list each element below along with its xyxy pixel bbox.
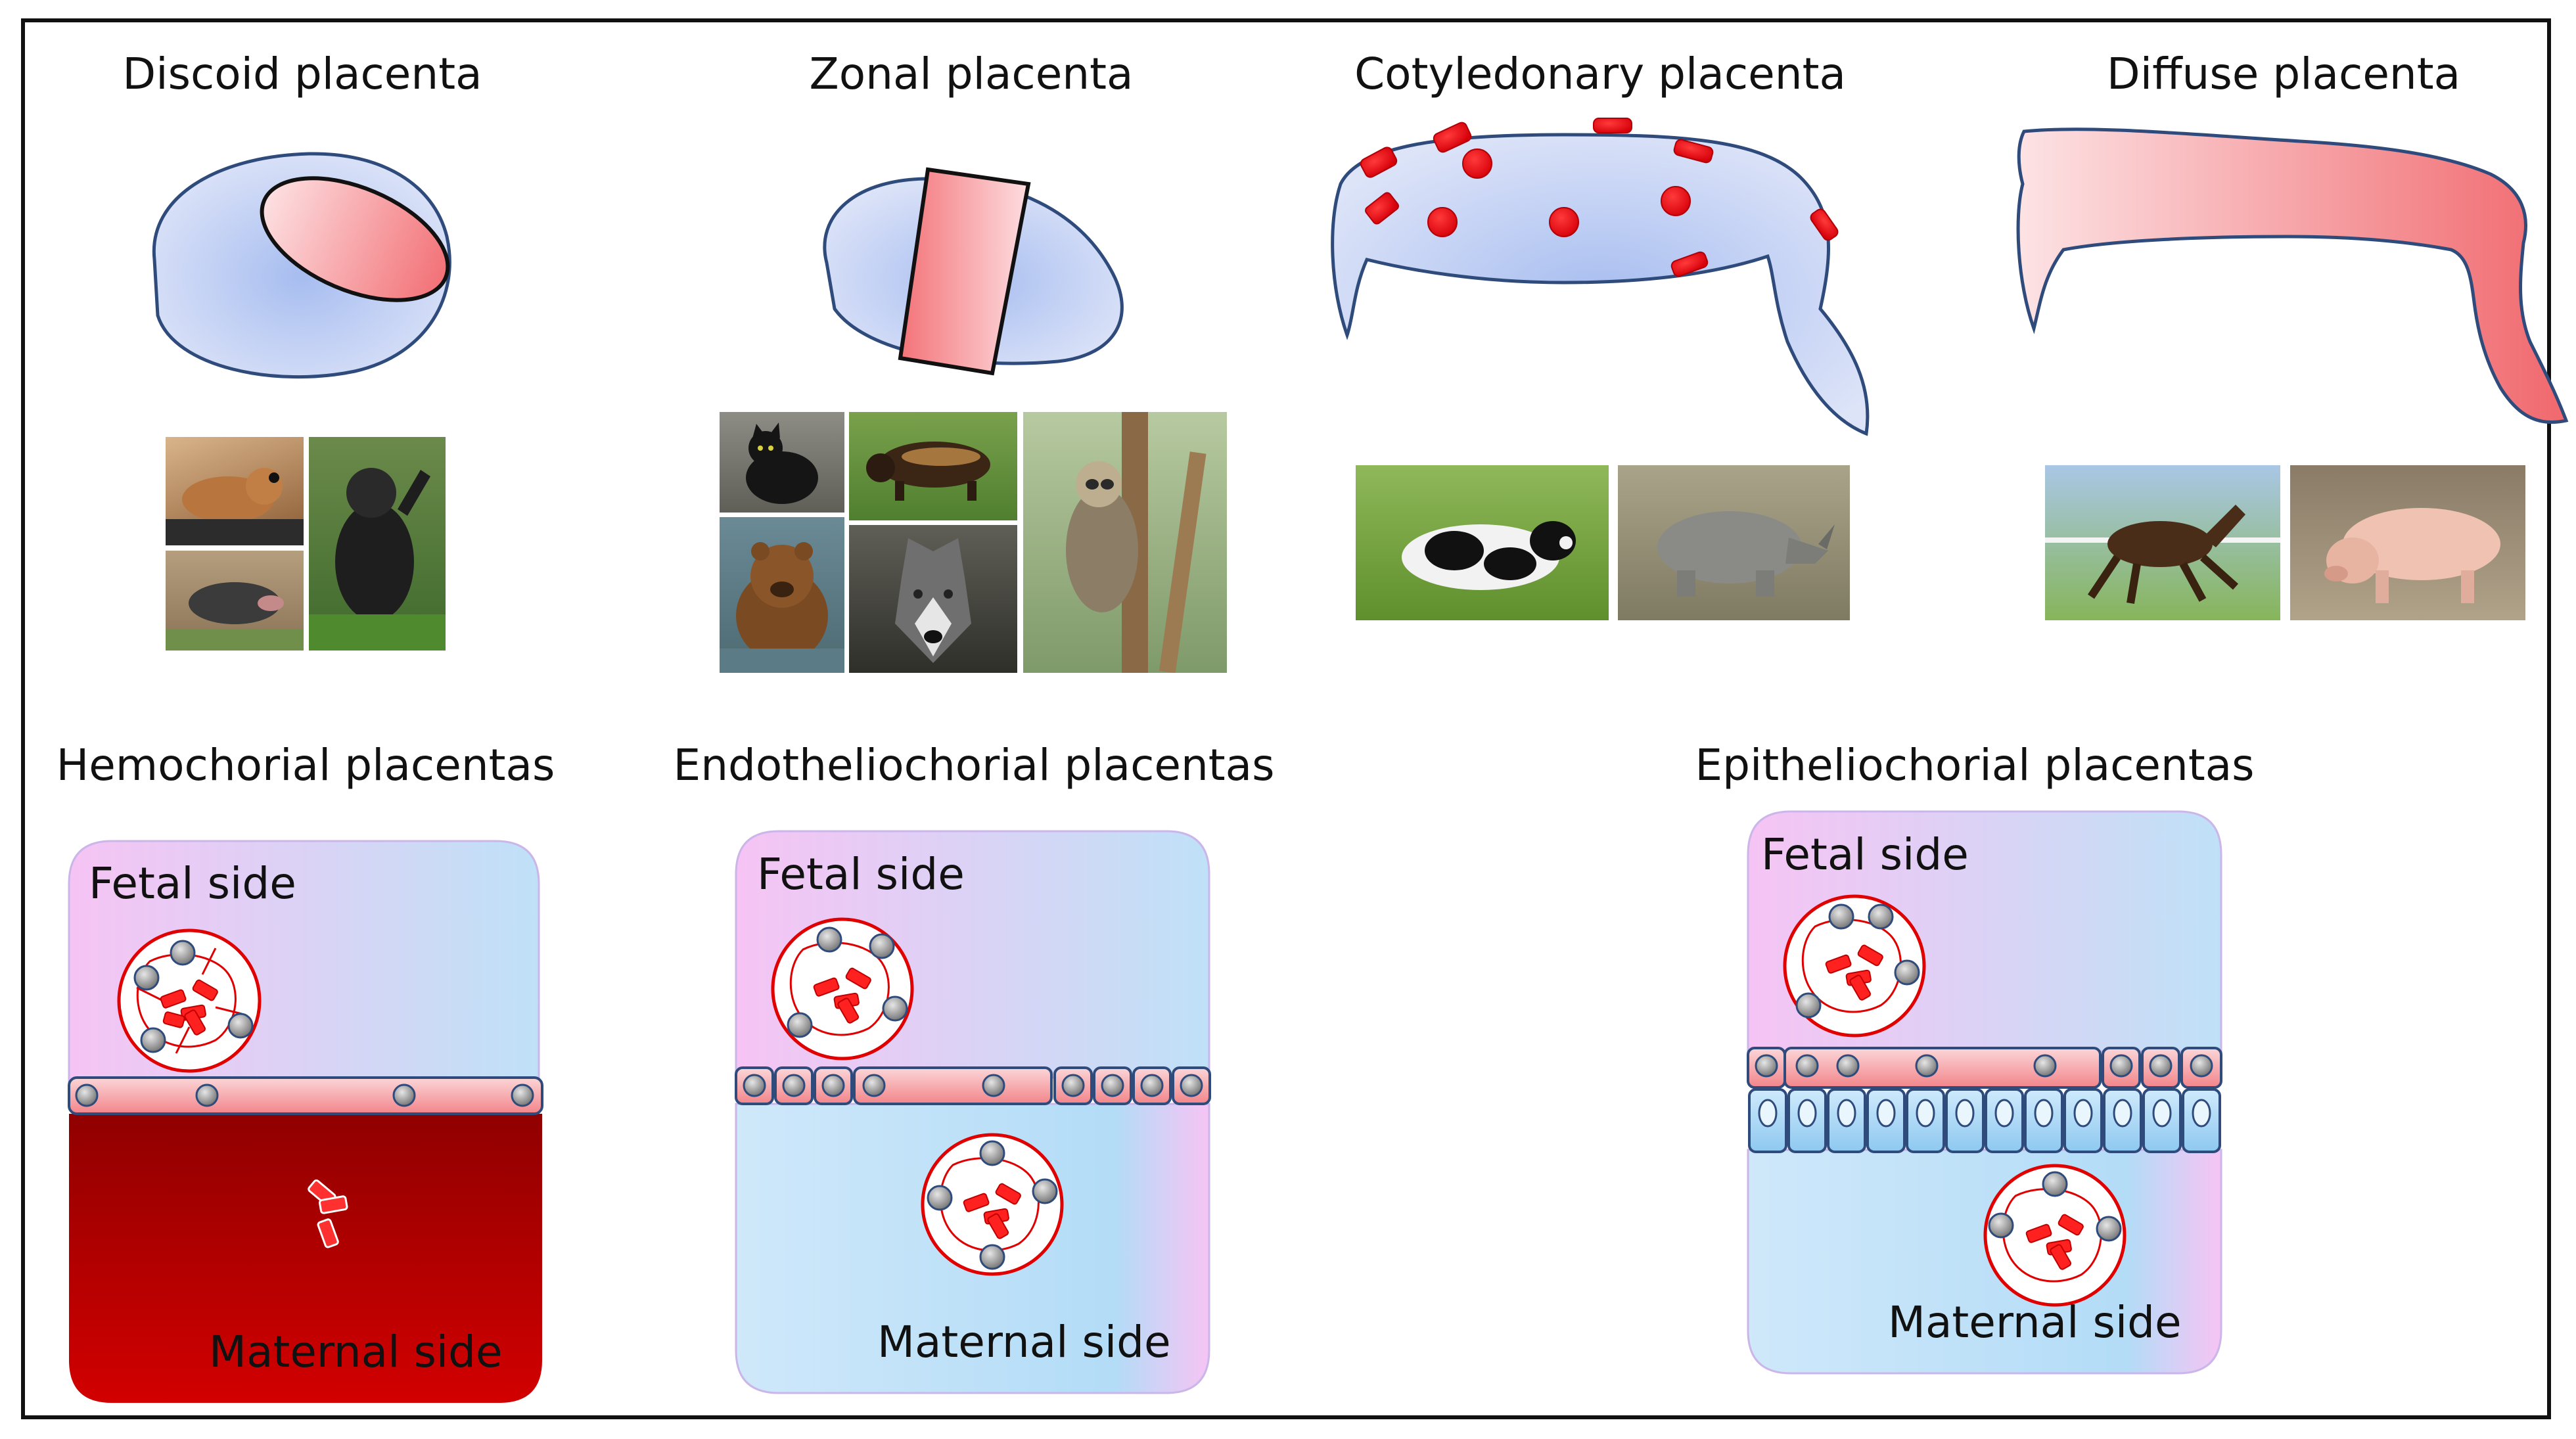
cat-photo bbox=[720, 412, 844, 513]
epithelial-nucleus bbox=[1837, 1099, 1856, 1128]
cotyledonary-placenta-shape bbox=[1331, 118, 1870, 436]
epithelial-nucleus bbox=[1758, 1099, 1778, 1128]
gorilla-photo bbox=[309, 437, 446, 651]
endotheliochorial-diagram bbox=[735, 830, 1211, 1394]
hemochorial-maternal-label: Maternal side bbox=[209, 1327, 503, 1377]
trophoblast-nuclei bbox=[743, 1074, 1203, 1097]
pig-photo bbox=[2290, 465, 2525, 620]
epitheliochorial-fetal-label: Fetal side bbox=[1761, 829, 1969, 880]
hemochorial-title: Hemochorial placentas bbox=[56, 740, 555, 790]
epithelial-nucleus bbox=[2113, 1099, 2132, 1128]
diffuse-title: Diffuse placenta bbox=[2106, 49, 2461, 99]
epithelial-nucleus bbox=[2073, 1099, 2093, 1128]
rhino-photo bbox=[1618, 465, 1850, 620]
wolverine-photo bbox=[849, 412, 1017, 520]
epithelial-nucleus bbox=[1916, 1099, 1935, 1128]
uterine-epithelium bbox=[1748, 1088, 2221, 1153]
trophoblast-nuclei bbox=[1755, 1054, 2213, 1078]
horse-photo bbox=[2045, 465, 2280, 620]
endotheliochorial-fetal-label: Fetal side bbox=[757, 849, 965, 900]
cotyledon-group bbox=[1360, 118, 1839, 277]
hemochorial-fetal-label: Fetal side bbox=[89, 858, 296, 909]
diffuse-placenta-shape bbox=[2016, 127, 2569, 424]
mole-photo bbox=[166, 551, 304, 651]
epithelial-nucleus bbox=[1797, 1099, 1817, 1128]
wolf-photo bbox=[849, 525, 1017, 673]
maternal-capillary bbox=[1983, 1164, 2127, 1307]
zonal-placenta-shape bbox=[823, 167, 1124, 376]
sloth-photo bbox=[1023, 412, 1227, 673]
discoid-title: Discoid placenta bbox=[122, 49, 482, 99]
figure-frame bbox=[21, 18, 2551, 1419]
endotheliochorial-maternal-label: Maternal side bbox=[877, 1317, 1171, 1367]
epithelial-nucleus bbox=[1994, 1099, 2014, 1128]
cow-photo bbox=[1356, 465, 1609, 620]
mouse-photo bbox=[166, 437, 304, 545]
maternal-red-blood-cells bbox=[308, 1179, 348, 1248]
trophoblast-nuclei bbox=[75, 1084, 534, 1107]
epithelial-nucleus bbox=[2192, 1099, 2211, 1128]
hemochorial-diagram bbox=[68, 840, 543, 1403]
endotheliochorial-title: Endotheliochorial placentas bbox=[673, 740, 1275, 790]
zonal-title: Zonal placenta bbox=[809, 49, 1134, 99]
epitheliochorial-title: Epitheliochorial placentas bbox=[1695, 740, 2255, 790]
epithelial-nucleus bbox=[2034, 1099, 2054, 1128]
epithelial-nucleus bbox=[1955, 1099, 1975, 1128]
discoid-placenta-shape bbox=[152, 152, 451, 379]
epitheliochorial-diagram bbox=[1747, 810, 2222, 1375]
endothelial-cells bbox=[735, 1066, 1211, 1105]
fetal-capillary bbox=[117, 928, 262, 1073]
epithelial-nucleus bbox=[1876, 1099, 1896, 1128]
cotyledonary-title: Cotyledonary placenta bbox=[1354, 49, 1846, 99]
syncytiotrophoblast-layer bbox=[853, 1066, 1053, 1105]
epitheliochorial-maternal-label: Maternal side bbox=[1888, 1297, 2182, 1348]
fetal-capillary bbox=[1783, 894, 1926, 1038]
syncytiotrophoblast-layer bbox=[68, 1076, 543, 1115]
fetal-capillary bbox=[771, 917, 914, 1061]
epithelial-nucleus bbox=[2152, 1099, 2172, 1128]
bear-photo bbox=[720, 517, 844, 673]
maternal-capillary bbox=[921, 1133, 1064, 1276]
